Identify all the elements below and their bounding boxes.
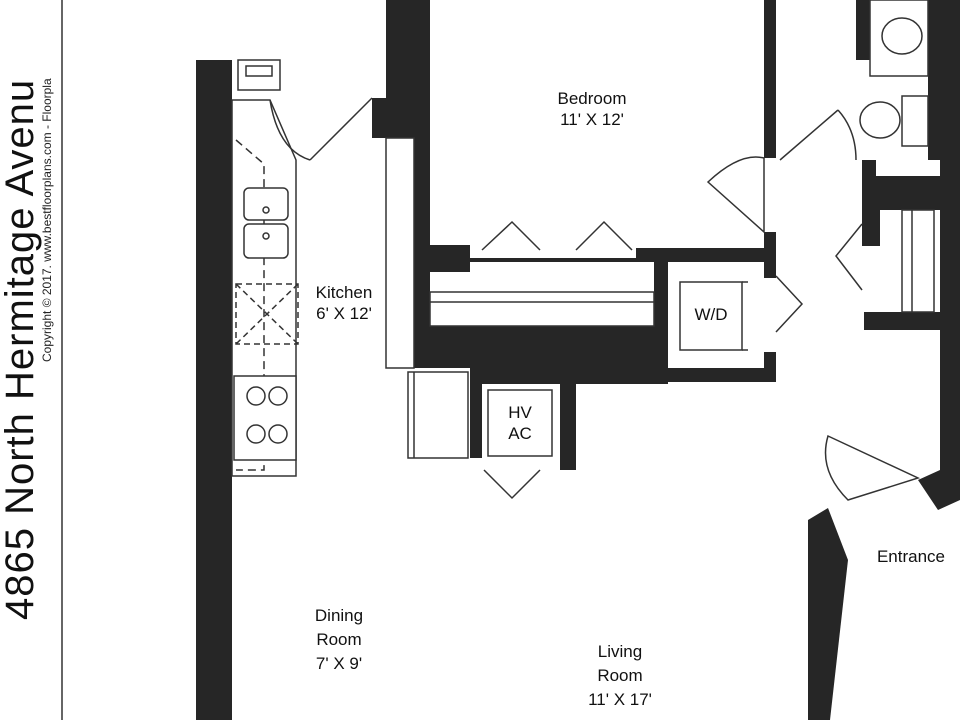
dishwasher [235,283,299,345]
kitchen-size: 6' X 12' [316,304,372,323]
burner-1 [246,386,266,406]
bedroom-size: 11' X 12' [560,110,624,129]
sink-bottom [243,223,289,259]
address-title: 4865 North Hermitage Avenu [0,78,42,620]
closet-shelf [429,291,655,327]
hvac-line2: AC [508,424,532,443]
bath-closet-wall [862,176,940,246]
sink-top [243,187,289,221]
walls [196,0,960,720]
living-label: Living Room 11' X 17' [570,640,670,712]
bedroom-bottom-wall [636,248,776,384]
hvac-bifold [483,469,541,500]
bathroom-door-swing [837,109,857,161]
bathroom-left-wall [856,0,870,60]
closet-left-step [430,262,470,272]
bedroom-name: Bedroom [557,89,627,108]
bedroom-left-wall [414,98,430,368]
toilet-bowl [859,101,901,139]
bath-vanity [869,0,929,77]
right-exterior-wall [918,200,960,510]
dining-line2: Room [316,630,362,649]
living-line1: Living [597,642,643,661]
wd-label: W/D [694,305,728,324]
bedroom-door [706,156,765,234]
wd-bifold [775,275,804,333]
pantry-cabinet [407,371,469,459]
dining-label: Dining Room 7' X 9' [294,604,384,676]
title-strip: 4865 North Hermitage Avenu Copyright © 2… [0,0,60,720]
hall-closet-bifold [835,223,863,291]
kitchen-counter-dashed [235,139,265,471]
interior-lines [231,0,935,501]
entrance-door [824,434,921,501]
hvac-label: HV AC [488,402,552,444]
closet-wall-block [414,326,668,368]
bathroom-door-leaf [779,109,839,161]
bath-sink [881,17,923,55]
entrance-name: Entrance [876,547,946,566]
sink-drain-1 [262,206,270,214]
left-exterior-wall [196,60,232,720]
dining-line1: Dining [314,606,364,625]
closet-top-wall [430,245,650,262]
kitchen-label: Kitchen 6' X 12' [302,282,386,324]
wd-bottom-wall [668,368,776,382]
kitchen-name: Kitchen [315,283,373,302]
living-size: 11' X 17' [588,690,652,709]
hall-closet-bottom-wall [864,312,940,330]
hvac-unit [487,389,553,457]
kitchen-door-swing [269,99,311,161]
burner-3 [246,424,266,444]
hvac-line1: HV [508,403,532,422]
central-core-wall [414,368,666,470]
closet-bifold-1 [481,220,541,251]
burner-2 [268,386,288,406]
kitchen-partition [385,137,415,369]
kitchen-door-leaf [309,97,373,161]
hall-closet-shelf [901,209,935,313]
entrance-wall [808,508,848,720]
bathroom-right-wall [928,0,960,210]
copyright-note: Copyright © 2017. www.bestfloorplans.com… [40,78,54,362]
sink-drain-2 [262,232,270,240]
stove [233,375,297,461]
fridge-inner [245,65,273,77]
toilet-tank [901,95,929,147]
living-line2: Room [597,666,643,685]
burner-4 [268,424,288,444]
entrance-label: Entrance [862,546,960,567]
bedroom-label: Bedroom 11' X 12' [540,88,644,130]
bedroom-left-wall-top [386,0,430,98]
wd-unit [679,281,743,351]
closet-bifold-2 [575,220,633,251]
dining-size: 7' X 9' [315,654,363,673]
bedroom-right-wall-top [764,0,776,158]
